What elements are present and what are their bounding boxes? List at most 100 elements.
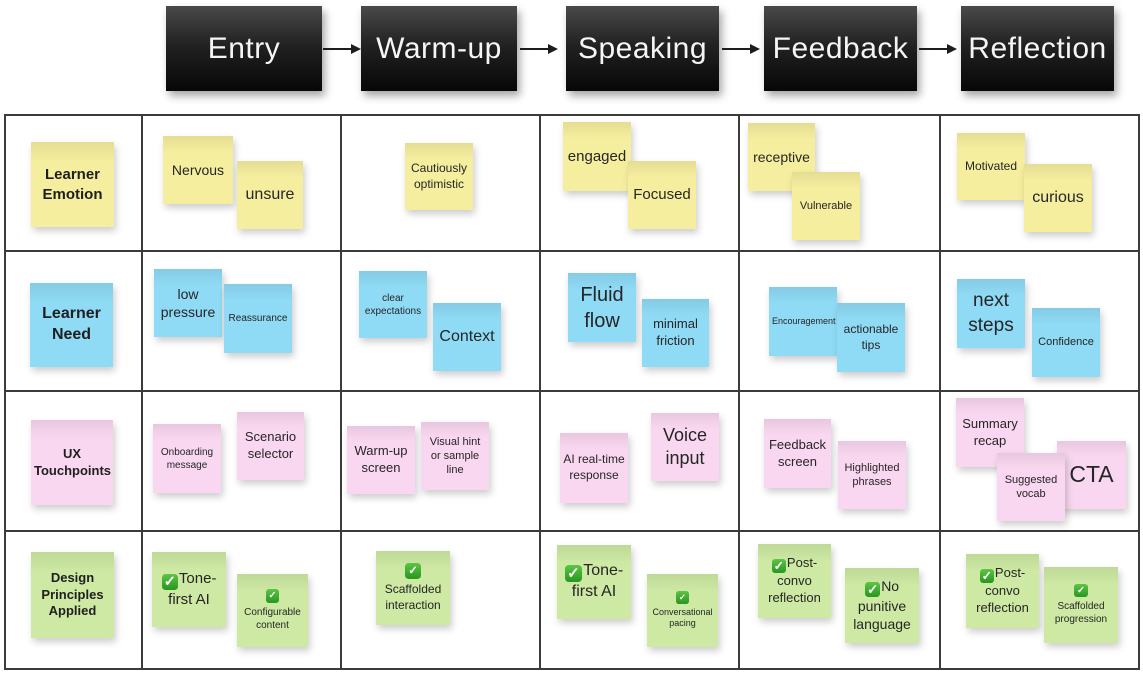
grid-line	[4, 530, 1140, 532]
sticky-note-text: Suggested vocab	[1004, 473, 1058, 500]
sticky-note-text: Nervous	[171, 161, 225, 178]
grid-line	[4, 250, 1140, 252]
sticky-note[interactable]: Context	[433, 303, 501, 371]
sticky-note[interactable]: ✓Post-convo reflection	[966, 554, 1039, 628]
sticky-note-text: Feedback screen	[768, 436, 827, 469]
row-label-text: UX Touchpoints	[34, 445, 112, 478]
sticky-note-text: Fluid flow	[580, 283, 624, 332]
sticky-note[interactable]: AI real-time response	[560, 433, 628, 503]
check-icon: ✓	[265, 589, 280, 603]
sticky-note-text: Focused	[633, 186, 691, 204]
sticky-note[interactable]: ✓No punitive language	[845, 568, 919, 643]
stage-box-entry[interactable]: Entry	[166, 6, 322, 91]
sticky-note-text: Vulnerable	[799, 199, 853, 212]
sticky-note-text: next steps	[968, 289, 1014, 336]
sticky-note[interactable]: unsure	[237, 161, 303, 229]
sticky-note[interactable]: ✓Scaffolded interaction	[376, 551, 450, 625]
sticky-note[interactable]: ✓Tone-first AI	[152, 552, 226, 627]
stage-box-feedback[interactable]: Feedback	[764, 6, 917, 91]
sticky-note[interactable]: clear expectations	[359, 271, 427, 338]
row-label-text: Design Principles Applied	[41, 569, 104, 619]
stage-box-warm-up[interactable]: Warm-up	[361, 6, 517, 91]
check-icon: ✓	[404, 562, 422, 580]
arrow-right-icon	[919, 44, 957, 54]
sticky-note[interactable]: ✓Configurable content	[237, 574, 308, 647]
sticky-note[interactable]: ✓Tone-first AI	[557, 545, 631, 619]
sticky-note-text: Summary recap	[962, 415, 1018, 448]
sticky-note-text: ✓Configurable content	[244, 589, 301, 631]
sticky-note-text: curious	[1032, 188, 1084, 206]
sticky-note-text: minimal friction	[653, 316, 698, 348]
sticky-note-text: Cautiously optimistic	[410, 160, 468, 191]
sticky-note[interactable]: Vulnerable	[792, 172, 860, 240]
row-label-learner-need[interactable]: Learner Need	[30, 283, 113, 367]
sticky-note[interactable]: Fluid flow	[568, 273, 636, 342]
sticky-note[interactable]: Visual hint or sample line	[421, 422, 489, 490]
check-icon: ✓	[864, 581, 881, 598]
sticky-note[interactable]: Encouragement	[769, 287, 837, 356]
sticky-note[interactable]: low pressure	[154, 269, 222, 337]
sticky-note[interactable]: Onboarding message	[153, 424, 221, 493]
stage-box-speaking[interactable]: Speaking	[566, 6, 719, 91]
sticky-note[interactable]: Confidence	[1032, 308, 1100, 377]
sticky-note-text: ✓Scaffolded progression	[1054, 583, 1108, 626]
grid-line	[141, 114, 143, 670]
sticky-note[interactable]: Focused	[628, 161, 696, 229]
sticky-note-text: Highlighted phrases	[844, 461, 900, 488]
sticky-note[interactable]: Feedback screen	[764, 419, 831, 488]
sticky-note[interactable]: Warm-up screen	[347, 426, 415, 494]
sticky-note-text: unsure	[245, 185, 295, 203]
sticky-note[interactable]: Motivated	[957, 133, 1025, 200]
grid-line	[340, 114, 342, 670]
stage-box-reflection[interactable]: Reflection	[961, 6, 1114, 91]
sticky-note[interactable]: Voice input	[651, 413, 719, 481]
sticky-note[interactable]: actionable tips	[837, 303, 905, 372]
sticky-note-text: Voice input	[662, 424, 708, 468]
sticky-note-text: engaged	[567, 147, 627, 165]
grid-line	[539, 114, 541, 670]
sticky-note-text: Confidence	[1038, 336, 1094, 349]
sticky-note[interactable]: Scenario selector	[237, 412, 304, 480]
sticky-note[interactable]: Summary recap	[956, 398, 1024, 467]
row-label-ux-touchpoints[interactable]: UX Touchpoints	[31, 420, 113, 505]
sticky-note[interactable]: ✓Scaffolded progression	[1044, 567, 1118, 643]
sticky-note-text: Context	[439, 327, 495, 345]
sticky-note[interactable]: engaged	[563, 122, 631, 191]
sticky-note[interactable]: next steps	[957, 279, 1025, 348]
sticky-note[interactable]: Cautiously optimistic	[405, 143, 473, 210]
sticky-note-text: ✓Tone-first AI	[560, 561, 628, 603]
check-icon: ✓	[161, 573, 178, 591]
sticky-note-text: ✓No punitive language	[853, 578, 911, 633]
sticky-note-text: ✓Scaffolded interaction	[384, 562, 442, 612]
sticky-note[interactable]: Reassurance	[224, 284, 292, 353]
sticky-note[interactable]: Nervous	[163, 136, 233, 204]
row-label-text: Learner Emotion	[42, 166, 103, 203]
sticky-note[interactable]: minimal friction	[642, 299, 709, 367]
sticky-note[interactable]: Suggested vocab	[997, 453, 1065, 521]
sticky-note[interactable]: curious	[1024, 164, 1092, 232]
row-label-text: Learner Need	[42, 305, 101, 343]
sticky-note[interactable]: ✓Conversational pacing	[647, 574, 718, 647]
sticky-note-text: Reassurance	[228, 313, 288, 324]
sticky-note-text: Motivated	[964, 158, 1018, 173]
sticky-note[interactable]: CTA	[1057, 441, 1126, 509]
sticky-note-text: Scenario selector	[244, 429, 297, 461]
sticky-note-text: receptive	[753, 148, 810, 165]
sticky-note[interactable]: ✓Post-convo reflection	[758, 544, 831, 618]
grid-line	[939, 114, 941, 670]
sticky-note-text: Encouragement	[772, 315, 836, 326]
arrow-right-icon	[722, 44, 760, 54]
sticky-note-text: Warm-up screen	[354, 443, 408, 475]
sticky-note-text: Onboarding message	[160, 446, 214, 471]
grid-line	[738, 114, 740, 670]
sticky-note-text: Visual hint or sample line	[429, 435, 481, 477]
sticky-note-text: ✓Post-convo reflection	[976, 565, 1029, 615]
check-icon: ✓	[676, 591, 689, 604]
sticky-note-text: low pressure	[160, 285, 216, 320]
row-label-design-principles[interactable]: Design Principles Applied	[31, 552, 114, 638]
arrow-right-icon	[520, 44, 558, 54]
sticky-note-text: AI real-time response	[563, 452, 625, 482]
sticky-note-text: ✓Post-convo reflection	[768, 555, 821, 605]
sticky-note[interactable]: Highlighted phrases	[838, 441, 906, 509]
row-label-learner-emotion[interactable]: Learner Emotion	[31, 142, 114, 227]
